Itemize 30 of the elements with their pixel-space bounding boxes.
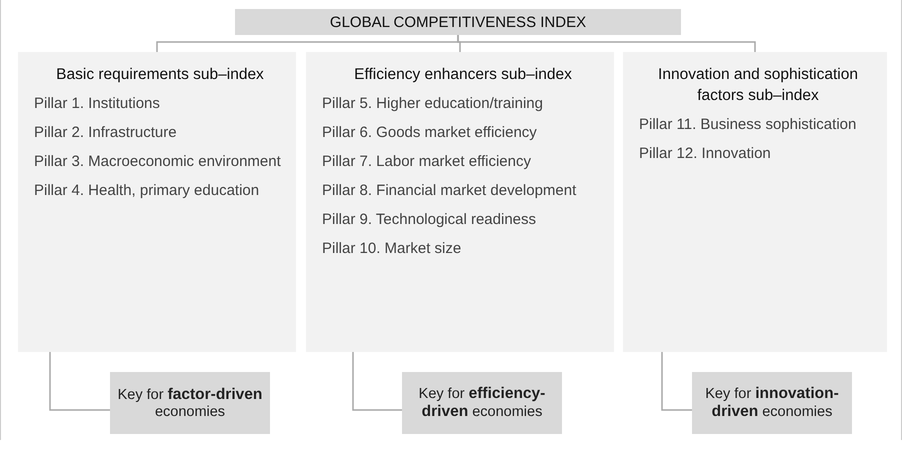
connector-line xyxy=(49,352,110,411)
pillar-item: Pillar 5. Higher education/training xyxy=(322,94,544,114)
pillar-item: Pillar 7. Labor market efficiency xyxy=(322,152,532,172)
key-box xyxy=(110,372,270,434)
pillar-item: Pillar 2. Infrastructure xyxy=(34,123,178,143)
key-label: Key for innovation-driven economies xyxy=(704,385,840,421)
pillar-item: Pillar 4. Health, primary education xyxy=(34,181,260,201)
connector-line xyxy=(457,35,756,52)
sub-index-panel xyxy=(18,52,296,352)
pillar-item: Pillar 6. Goods market efficiency xyxy=(322,123,538,143)
pillar-item: Pillar 12. Innovation xyxy=(639,144,772,164)
pillar-item: Pillar 9. Technological readiness xyxy=(322,210,538,230)
sub-index-heading: Basic requirements sub–index xyxy=(55,65,265,85)
title-bar xyxy=(235,9,681,35)
connector-line xyxy=(661,352,692,411)
index-title: GLOBAL COMPETITIVENESS INDEX xyxy=(330,14,586,30)
pillar-item: Pillar 1. Institutions xyxy=(34,94,161,114)
sub-index-panel xyxy=(623,52,887,352)
key-label: Key for efficiency-driven economies xyxy=(418,385,546,421)
pillar-item: Pillar 8. Financial market development xyxy=(322,181,578,201)
key-label: Key for factor-driven economies xyxy=(116,386,264,420)
sub-index-heading: Efficiency enhancers sub–index xyxy=(353,65,573,85)
key-box xyxy=(692,372,852,434)
connector-line xyxy=(352,352,402,411)
pillar-item: Pillar 10. Market size xyxy=(322,239,462,259)
key-box xyxy=(402,372,562,434)
pillar-item: Pillar 3. Macroeconomic environment xyxy=(34,152,282,172)
sub-index-panel xyxy=(306,52,614,352)
pillar-item: Pillar 11. Business sophistication xyxy=(639,115,858,135)
sub-index-heading: Innovation and sophistication factors sub–index xyxy=(657,65,859,106)
